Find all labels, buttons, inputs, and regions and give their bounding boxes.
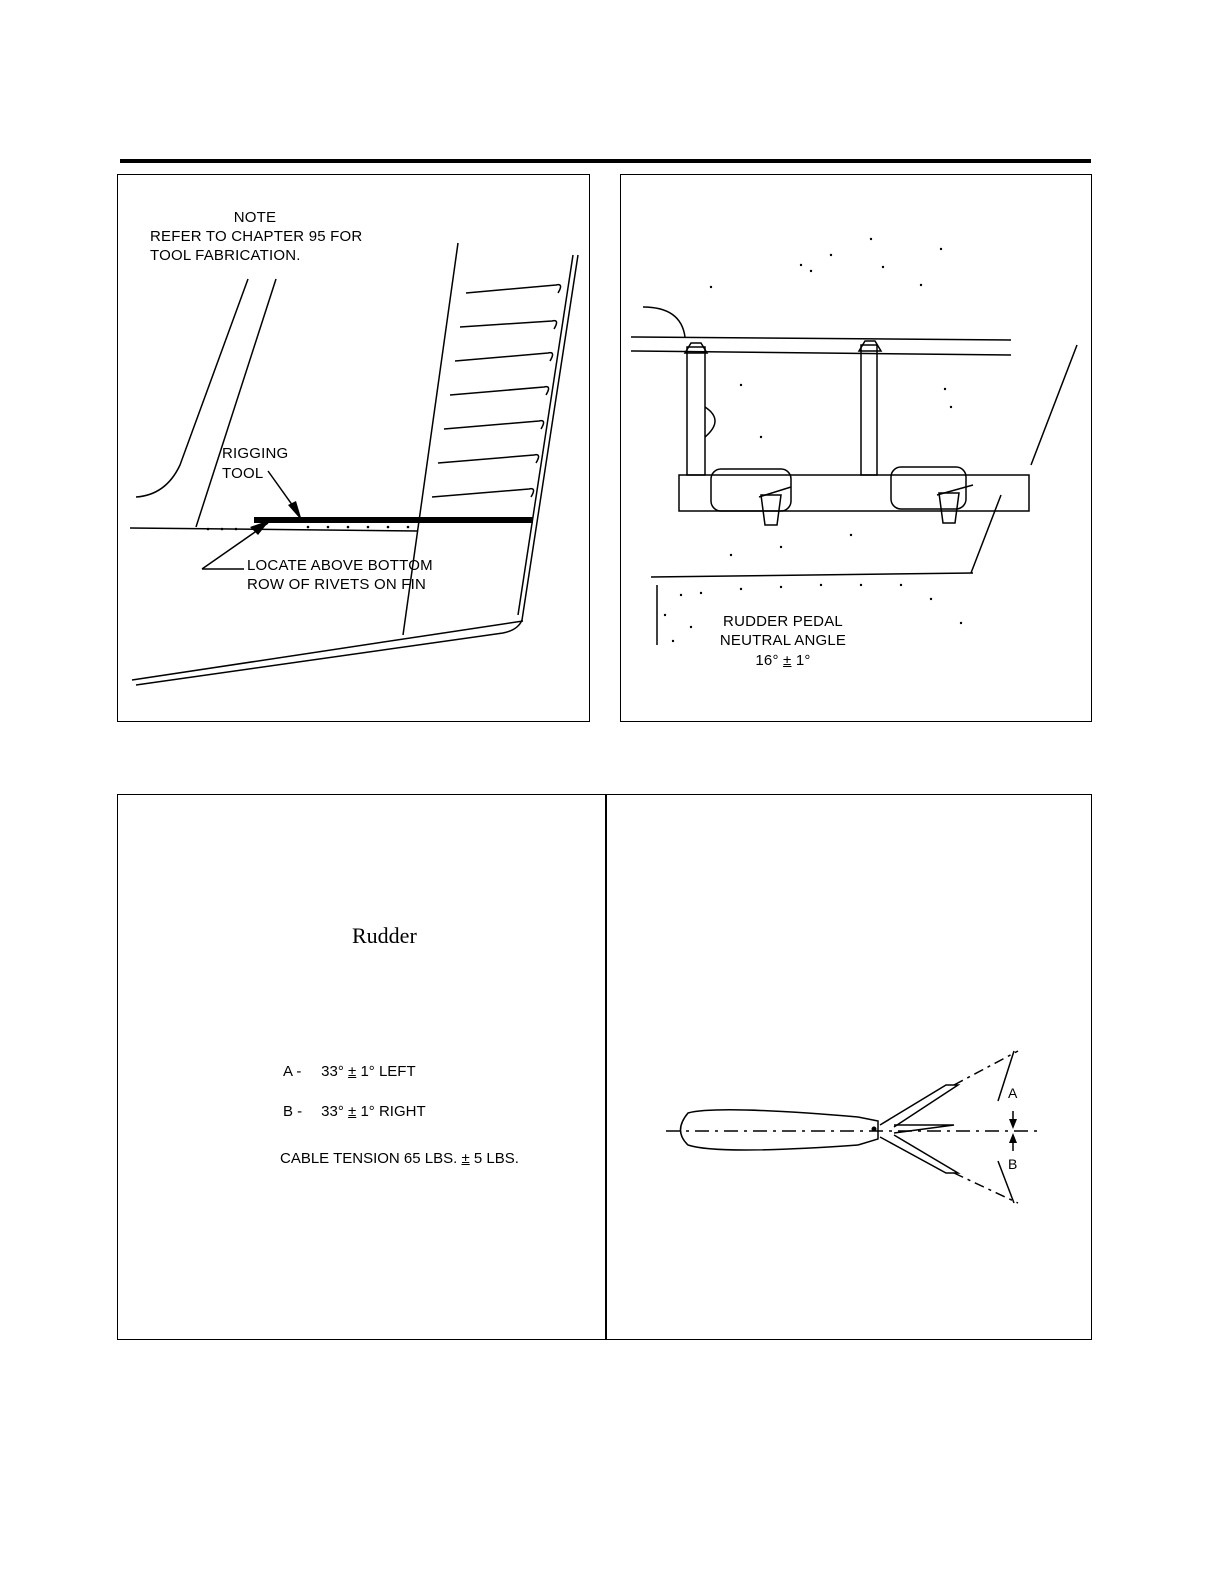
rudder-pedal-figure: RUDDER PEDAL NEUTRAL ANGLE 16° ± 1° [620, 174, 1092, 722]
pedal-label-1: RUDDER PEDAL [703, 612, 863, 631]
rudder-deflection-diagram: A B [118, 795, 1093, 1341]
deflection-label-a: A [1008, 1085, 1018, 1101]
note-heading: NOTE [150, 208, 360, 227]
note-line-1: REFER TO CHAPTER 95 FOR [150, 227, 362, 246]
stipple-marks [664, 238, 962, 642]
pedal-tolerance: 1° [796, 652, 811, 669]
locate-label-2: ROW OF RIVETS ON FIN [247, 575, 426, 594]
rigging-tool-bar [254, 517, 533, 523]
fin-inner-edge [196, 279, 276, 527]
note-line-2: TOOL FABRICATION. [150, 246, 301, 265]
fin-rigging-figure: NOTE REFER TO CHAPTER 95 FOR TOOL FABRIC… [117, 174, 590, 722]
pedal-right [891, 467, 966, 509]
fin-trailing-edge [136, 255, 578, 685]
locate-label-1: LOCATE ABOVE BOTTOM [247, 556, 433, 575]
pedal-pm-symbol: ± [783, 652, 791, 669]
pedal-angle-label: 16° ± 1° [703, 651, 863, 670]
deflection-label-b: B [1008, 1156, 1017, 1172]
pedal-arm-left [687, 347, 705, 475]
rigging-tool-label-1: RIGGING [222, 444, 288, 463]
rudder-travel-table: Rudder A - 33° ± 1° LEFT B - 33° ± 1° RI… [117, 794, 1092, 1340]
pedal-angle-value: 16° [755, 652, 778, 669]
tail-cone [681, 1110, 859, 1150]
pedal-label-2: NEUTRAL ANGLE [703, 631, 863, 650]
header-rule [120, 159, 1091, 163]
pedal-bar [679, 475, 1029, 511]
pedal-arm-right [861, 345, 877, 475]
rigging-tool-label-2: TOOL [222, 464, 263, 483]
